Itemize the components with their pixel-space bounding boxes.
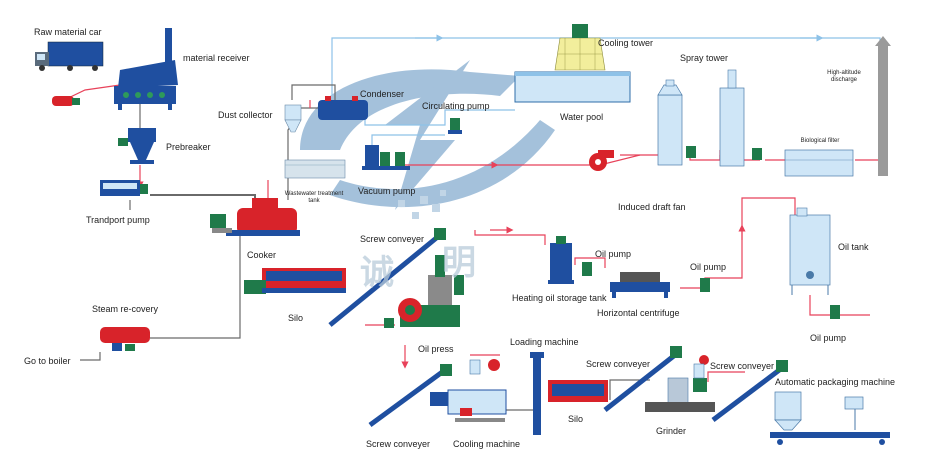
label-cooling-tower: Cooling tower — [598, 38, 654, 48]
label-oil-pump-1: Oil pump — [595, 249, 632, 259]
oil-pump-1 — [582, 262, 592, 276]
label-grinder: Grinder — [656, 426, 687, 436]
spray-tower-2 — [719, 69, 762, 167]
label-prebreaker: Prebreaker — [166, 142, 211, 152]
wastewater-tank — [284, 159, 346, 179]
label-silo-1: Silo — [288, 313, 304, 323]
automatic-packaging-machine — [770, 391, 890, 445]
label-spray-tower: Spray tower — [680, 53, 729, 63]
watermark-char-2: 明 — [442, 243, 476, 283]
high-altitude-chimney — [875, 36, 891, 176]
silo-1 — [244, 268, 346, 294]
cooling-machine — [430, 359, 507, 422]
raw-material-car — [35, 41, 104, 71]
label-wastewater-tank: Wastewater treatment tank — [284, 191, 344, 204]
heating-oil-storage-tank — [548, 236, 574, 284]
label-oil-tank: Oil tank — [838, 242, 869, 252]
label-silo-2: Silo — [568, 414, 584, 424]
label-heating-oil-storage-tank: Heating oil storage tank — [512, 293, 607, 303]
label-raw-material-car: Raw material car — [34, 27, 102, 37]
pipelines — [59, 34, 881, 435]
screw-conveyer-1 — [328, 228, 446, 327]
horizontal-centrifuge — [610, 272, 670, 298]
steam-recovery — [100, 327, 150, 351]
oil-pump-3 — [830, 305, 840, 319]
loading-machine — [530, 352, 544, 435]
watermark-char-1: 诚 — [360, 253, 394, 293]
oil-press — [384, 255, 464, 328]
air-compressor — [52, 96, 80, 106]
transport-pump — [100, 180, 148, 196]
label-screw-conveyer-1: Screw conveyer — [360, 234, 425, 244]
grinder — [645, 355, 715, 412]
cooker — [210, 198, 300, 236]
oil-pump-2 — [700, 278, 710, 292]
circulating-pump — [448, 118, 462, 134]
spray-tower-1 — [657, 79, 696, 166]
biological-filter — [784, 149, 854, 177]
label-cooker: Cooker — [247, 250, 277, 260]
label-go-to-boiler: Go to boiler — [24, 356, 71, 366]
watermark-logo — [300, 60, 555, 219]
label-automatic-packaging-machine: Automatic packaging machine — [775, 377, 896, 387]
label-biological-filter: Biological filter — [800, 138, 840, 144]
label-screw-conveyer-4: Screw conveyer — [366, 439, 431, 449]
label-water-pool: Water pool — [560, 112, 604, 122]
vacuum-pump — [362, 145, 410, 170]
condenser — [318, 96, 368, 120]
label-oil-pump-2: Oil pump — [690, 262, 727, 272]
label-oil-pump-3: Oil pump — [810, 333, 847, 343]
cooling-tower — [554, 24, 606, 71]
oil-tank — [789, 207, 831, 295]
label-transport-pump: Trandport pump — [86, 215, 150, 225]
prebreaker — [118, 128, 156, 164]
label-vacuum-pump: Vacuum pump — [358, 186, 416, 196]
dust-collector — [284, 104, 302, 133]
induced-draft-fan — [589, 150, 614, 171]
label-induced-draft-fan: Induced draft fan — [618, 202, 686, 212]
screw-conveyer-4 — [711, 360, 788, 422]
label-dust-collector: Dust collector — [218, 110, 273, 120]
label-loading-machine: Loading machine — [510, 337, 579, 347]
water-pool — [514, 71, 631, 103]
label-screw-conveyer-3: Screw conveyer — [710, 361, 775, 371]
label-condenser: Condenser — [360, 89, 405, 99]
screw-conveyer-2 — [368, 364, 452, 428]
material-receiver — [114, 28, 178, 110]
label-oil-press: Oil press — [418, 344, 454, 354]
label-steam-recovery: Steam re-covery — [92, 304, 159, 314]
label-cooling-machine: Cooling machine — [453, 439, 521, 449]
label-high-altitude-discharge: High-altitude discharge — [827, 70, 861, 83]
label-horizontal-centrifuge: Horizontal centrifuge — [597, 308, 680, 318]
label-screw-conveyer-2: Screw conveyer — [586, 359, 651, 369]
screw-conveyer-3 — [603, 346, 682, 412]
label-material-receiver: material receiver — [183, 53, 250, 63]
silo-2 — [548, 380, 608, 402]
label-circulating-pump: Circulating pump — [422, 101, 490, 111]
